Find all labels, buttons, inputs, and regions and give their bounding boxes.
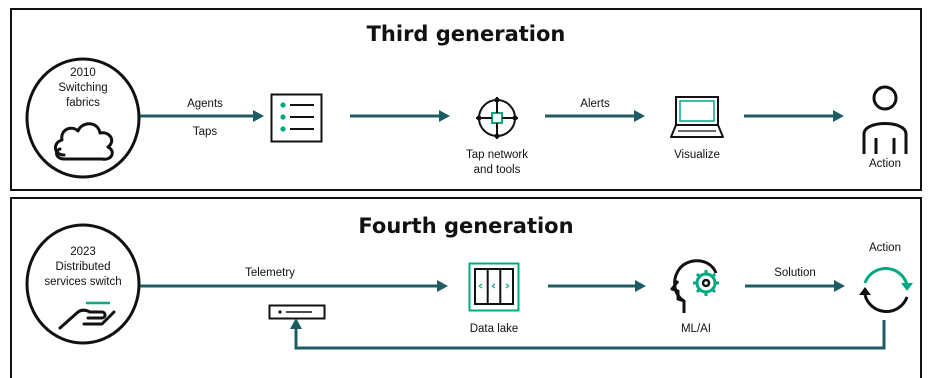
source-line1-2023: Distributed	[55, 261, 111, 273]
tap-network-line2: and tools	[473, 164, 521, 176]
agents-label: Agents	[187, 98, 223, 110]
ml-ai-head-gear-icon	[670, 259, 719, 313]
feedback-loop-arrow	[290, 318, 886, 350]
person-icon	[862, 85, 908, 154]
telemetry-label: Telemetry	[245, 267, 295, 279]
third-generation-title: Third generation	[366, 22, 566, 46]
arrow-to-tap-network	[350, 110, 450, 122]
data-lake-icon	[468, 262, 520, 312]
source-line1: Switching	[58, 82, 108, 94]
arrow-agents-taps	[140, 110, 264, 122]
data-lake-label: Data lake	[469, 323, 519, 335]
source-line2: fabrics	[66, 97, 100, 109]
arrow-telemetry	[140, 280, 448, 292]
source-year-2010: 2010	[70, 67, 96, 79]
source-line2-2023: services switch	[44, 276, 122, 288]
alerts-label: Alerts	[580, 98, 610, 110]
ml-ai-label: ML/AI	[680, 323, 712, 335]
switching-fabrics-text: 2010 Switching fabrics	[44, 66, 122, 111]
tap-network-label: Tap network and tools	[455, 148, 539, 178]
list-document-icon	[270, 93, 323, 143]
action-label-third: Action	[869, 158, 901, 170]
solution-label: Solution	[774, 267, 816, 279]
cloud-icon	[54, 122, 114, 161]
arrow-to-ml-ai	[548, 280, 646, 292]
action-cycle-icon	[859, 266, 913, 314]
tap-network-line1: Tap network	[465, 149, 528, 161]
switch-device-icon	[268, 304, 326, 320]
third-generation-panel: Third generation	[10, 8, 922, 191]
distributed-services-switch-text: 2023 Distributed services switch	[28, 245, 138, 290]
hand-offering-icon	[58, 301, 116, 330]
visualize-label: Visualize	[674, 149, 720, 161]
fourth-generation-title: Fourth generation	[358, 214, 574, 238]
arrow-solution	[745, 280, 845, 292]
arrow-to-action	[744, 110, 844, 122]
tap-network-icon	[476, 97, 518, 139]
source-year-2023: 2023	[70, 246, 96, 258]
arrow-alerts	[545, 110, 645, 122]
taps-label: Taps	[192, 126, 218, 138]
laptop-icon	[670, 96, 724, 138]
action-label-fourth: Action	[869, 242, 901, 254]
